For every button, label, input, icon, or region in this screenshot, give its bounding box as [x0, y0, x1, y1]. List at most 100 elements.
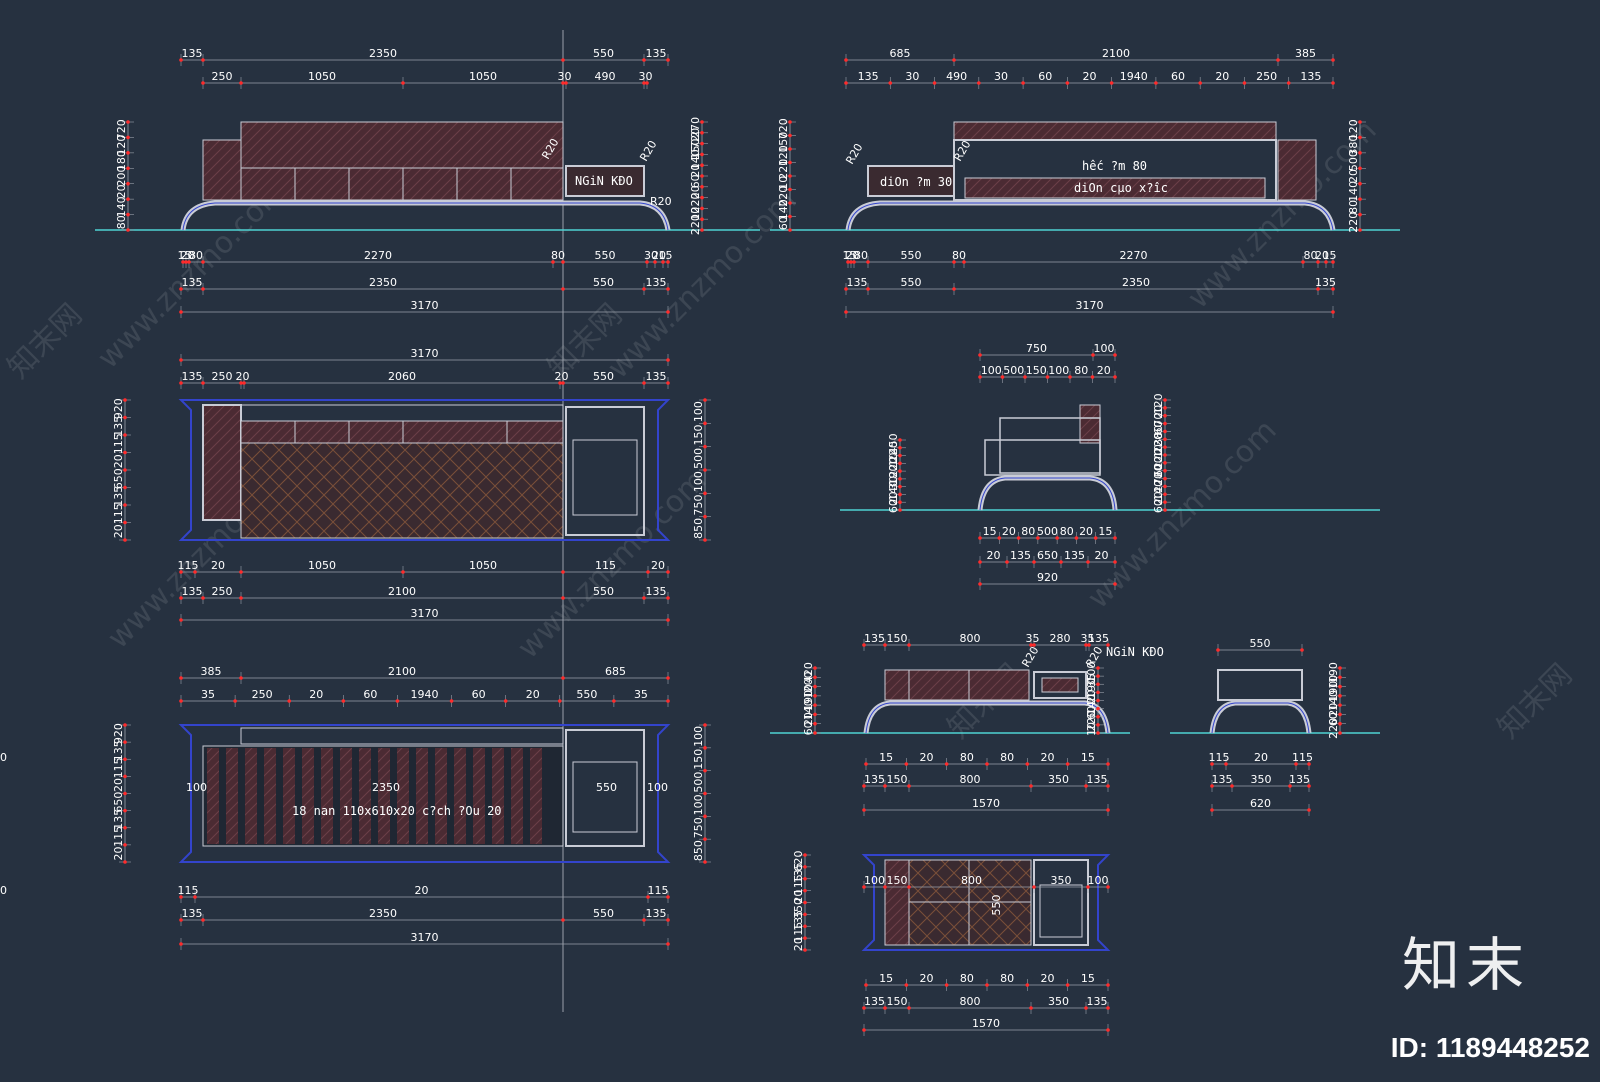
- dimension-label: 20: [1079, 525, 1093, 538]
- dimension-tick: [1096, 666, 1100, 670]
- dimension-tick: [666, 287, 670, 291]
- dimension-label: 10: [777, 176, 790, 190]
- dimension-label: 550: [901, 249, 922, 262]
- dimension-tick: [1096, 690, 1100, 695]
- dimension-label: 650: [112, 792, 125, 813]
- dimension-label: 30: [558, 70, 572, 83]
- dimension-tick: [700, 185, 704, 189]
- dimension-tick: [1113, 353, 1117, 357]
- dimension-label: 60: [777, 216, 790, 230]
- dimension-tick: [1163, 484, 1167, 489]
- armrest: [202, 139, 242, 201]
- dimension-label: 150: [887, 773, 908, 786]
- dimension-tick: [862, 1006, 866, 1010]
- dimension-label: 140: [1152, 480, 1165, 501]
- dimension-tick: [123, 808, 127, 813]
- dimension-tick: [242, 381, 246, 385]
- dimension-label: 115: [112, 433, 125, 454]
- dimension-tick: [123, 468, 127, 472]
- dimension-tick: [179, 358, 183, 362]
- dimension-label: 135: [1088, 632, 1109, 645]
- brand-logo: 知末: [1401, 931, 1530, 999]
- dimension-tick: [1163, 461, 1167, 465]
- dimension-label: 115: [648, 884, 669, 897]
- dimension-tick: [978, 353, 982, 357]
- dimension-tick: [1096, 706, 1100, 711]
- dimension-label: 135: [1087, 773, 1108, 786]
- dimension-label: 135: [646, 370, 667, 383]
- dimension-tick: [1029, 643, 1033, 647]
- dimension-label: 550: [595, 249, 616, 262]
- dimension-tick: [1045, 375, 1050, 379]
- seat-cushion: [240, 167, 296, 201]
- dimension-tick: [703, 746, 707, 750]
- dimension-label: 100: [1048, 364, 1069, 377]
- dimension-tick: [844, 81, 848, 85]
- dimension-label: 80: [551, 249, 565, 262]
- dimension-tick: [1163, 453, 1167, 457]
- dimension-label: 720: [115, 119, 128, 140]
- dimension-label: 140: [1085, 694, 1098, 715]
- dimension-label: 1050: [469, 70, 497, 83]
- dimension-tick: [1163, 437, 1167, 442]
- back-cushion: [1079, 404, 1101, 444]
- dimension-tick: [1316, 287, 1320, 291]
- dimension-tick: [862, 1028, 866, 1032]
- dimension-label: 220: [777, 159, 790, 180]
- dimension-tick: [700, 195, 704, 200]
- dimension-tick: [1358, 212, 1362, 217]
- dimension-label: 500: [1003, 364, 1024, 377]
- dimension-label: 150: [887, 995, 908, 1008]
- dimension-tick: [1068, 375, 1072, 379]
- dimension-tick: [1025, 983, 1030, 987]
- dimension-tick: [1216, 648, 1220, 652]
- base-outline: [178, 399, 671, 541]
- dimension-label: 80: [960, 751, 974, 764]
- dimension-tick: [883, 643, 887, 647]
- side-table-box: [867, 165, 955, 197]
- dimension-label: 3170: [411, 931, 439, 944]
- dimension-tick: [1106, 983, 1110, 987]
- dimension-tick: [239, 381, 243, 385]
- armrest: [884, 669, 910, 701]
- dimension-label: 500: [1037, 525, 1058, 538]
- table-box: [1033, 671, 1087, 699]
- dimension-label: 20: [181, 249, 195, 262]
- dimension-label: 60: [1152, 499, 1165, 513]
- dimension-tick: [193, 570, 197, 574]
- dimension-tick: [1093, 536, 1098, 540]
- seat-cushion: [968, 669, 1030, 701]
- dimension-label: 2060: [388, 370, 416, 383]
- dimension-tick: [179, 618, 183, 622]
- dimension-tick: [1242, 81, 1247, 85]
- dimension-label: 20: [1085, 689, 1098, 703]
- dimension-tick: [1163, 492, 1167, 497]
- dimension-tick: [1163, 508, 1167, 512]
- dimension-tick: [551, 260, 555, 264]
- dimension-tick: [123, 433, 127, 437]
- dimension-label: 100: [1088, 874, 1109, 887]
- dimension-label: 2350: [369, 47, 397, 60]
- dimension-label: 135: [182, 585, 203, 598]
- base-frame: [1209, 700, 1312, 734]
- dimension-tick: [341, 699, 346, 703]
- plan-view-top: [178, 399, 671, 541]
- dimension-label: 685: [890, 47, 911, 60]
- backrest: [240, 404, 564, 422]
- dimension-label: 115: [595, 559, 616, 572]
- seat-cushion: [968, 901, 1032, 946]
- dimension-label: 20: [415, 884, 429, 897]
- dimension-tick: [803, 924, 807, 929]
- dimension-label: 120: [115, 135, 128, 156]
- dimension-label: 220: [887, 441, 900, 462]
- dimension-label: 380: [1347, 135, 1360, 156]
- dimension-tick: [898, 461, 902, 466]
- dimension-tick: [1025, 762, 1030, 766]
- dimension-label: 80: [1304, 249, 1318, 262]
- dimension-tick: [907, 643, 911, 647]
- dimension-label: 20: [1327, 703, 1340, 717]
- dimension-label: 60: [1152, 421, 1165, 435]
- dimension-tick: [703, 514, 707, 519]
- dimension-label: 250: [1256, 70, 1277, 83]
- dimension-tick: [661, 260, 665, 264]
